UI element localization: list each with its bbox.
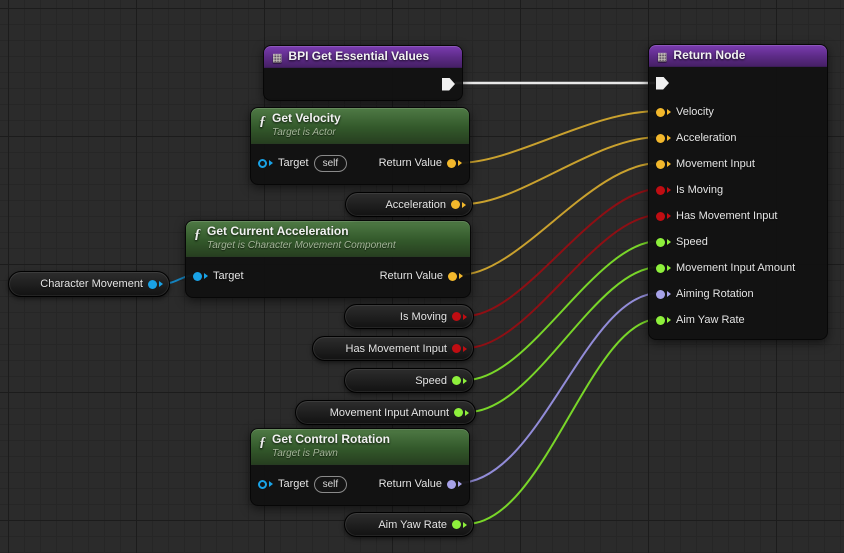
target-pin[interactable] (193, 272, 208, 281)
node-header: Return Node (649, 45, 827, 67)
pin-label: Return Value (378, 157, 442, 169)
pin-label: Target (213, 270, 244, 282)
is-moving-out-pin[interactable] (452, 312, 467, 321)
speed-pin[interactable] (656, 238, 671, 247)
aim-yaw-rate-pin[interactable] (656, 316, 671, 325)
pin-label: Movement Input (676, 158, 755, 170)
pin-label: Is Moving (676, 184, 724, 196)
pill-label: Aim Yaw Rate (378, 518, 447, 531)
node-title: Return Node (673, 48, 746, 62)
pin-label: Velocity (676, 106, 714, 118)
node-bpi-get-essential-values[interactable]: BPI Get Essential Values (263, 45, 463, 101)
node-is-moving[interactable]: Is Moving (344, 304, 474, 329)
node-header: Get Velocity Target is Actor (251, 108, 469, 144)
self-default-box[interactable]: self (313, 475, 348, 493)
velocity-pin[interactable] (656, 108, 671, 117)
pin-label: Return Value (379, 270, 443, 282)
pill-label: Speed (415, 374, 447, 387)
node-return-node[interactable]: Return Node Velocity Acceleration Moveme… (648, 44, 828, 340)
return-value-pin[interactable] (448, 272, 463, 281)
function-entry-icon (272, 48, 282, 66)
movement-input-pin[interactable] (656, 160, 671, 169)
pin-label: Movement Input Amount (676, 262, 796, 274)
node-acceleration[interactable]: Acceleration (345, 192, 473, 217)
pin-label: Target (278, 478, 309, 490)
node-subtitle: Target is Pawn (272, 448, 338, 459)
movement-input-amount-pin[interactable] (656, 264, 671, 273)
return-value-pin[interactable] (447, 480, 462, 489)
node-speed[interactable]: Speed (344, 368, 474, 393)
pin-label: Has Movement Input (676, 210, 778, 222)
function-icon (194, 225, 201, 243)
acceleration-out-pin[interactable] (451, 200, 466, 209)
return-value-pin[interactable] (447, 159, 462, 168)
wire-movement-input (458, 162, 660, 276)
pin-label: Aiming Rotation (676, 288, 754, 300)
pin-label: Target (278, 157, 309, 169)
exec-in-pin[interactable] (656, 76, 669, 90)
pill-label: Acceleration (385, 198, 446, 211)
node-title: Get Control Rotation (272, 432, 390, 446)
node-title: BPI Get Essential Values (288, 49, 430, 63)
node-get-velocity[interactable]: Get Velocity Target is Actor Target self… (250, 107, 470, 185)
character-movement-out-pin[interactable] (148, 280, 163, 289)
function-icon (259, 433, 266, 451)
has-movement-input-out-pin[interactable] (452, 344, 467, 353)
node-title: Get Current Acceleration (207, 224, 349, 238)
wire-velocity (457, 110, 660, 164)
node-aim-yaw-rate[interactable]: Aim Yaw Rate (344, 512, 474, 537)
node-header: Get Current Acceleration Target is Chara… (186, 221, 470, 257)
target-pin[interactable] (258, 159, 273, 168)
wire-acceleration (464, 136, 660, 205)
pill-label: Is Moving (399, 310, 447, 323)
node-get-current-acceleration[interactable]: Get Current Acceleration Target is Chara… (185, 220, 471, 298)
return-node-icon (657, 47, 667, 65)
node-movement-input-amount[interactable]: Movement Input Amount (295, 400, 476, 425)
pill-label: Character Movement (40, 278, 143, 290)
pill-label: Has Movement Input (345, 342, 448, 355)
node-subtitle: Target is Actor (272, 127, 336, 138)
pin-label: Return Value (378, 478, 442, 490)
aim-yaw-rate-out-pin[interactable] (452, 520, 467, 529)
target-pin[interactable] (258, 480, 273, 489)
pill-label: Movement Input Amount (329, 406, 449, 419)
pin-label: Aim Yaw Rate (676, 314, 745, 326)
exec-out-pin[interactable] (442, 77, 455, 91)
acceleration-pin[interactable] (656, 134, 671, 143)
node-subtitle: Target is Character Movement Component (207, 240, 396, 251)
function-icon (259, 112, 266, 130)
node-character-movement[interactable]: Character Movement (8, 271, 170, 297)
wire-is-moving (465, 188, 660, 317)
speed-out-pin[interactable] (452, 376, 467, 385)
wire-aim-yaw-rate (465, 318, 660, 525)
node-has-movement-input[interactable]: Has Movement Input (312, 336, 474, 361)
aiming-rotation-pin[interactable] (656, 290, 671, 299)
wire-has-movement-input (465, 214, 660, 349)
node-header: BPI Get Essential Values (264, 46, 462, 68)
pin-label: Speed (676, 236, 708, 248)
node-title: Get Velocity (272, 111, 341, 125)
self-default-box[interactable]: self (313, 154, 348, 172)
has-movement-input-pin[interactable] (656, 212, 671, 221)
node-header: Get Control Rotation Target is Pawn (251, 429, 469, 465)
movement-input-amount-out-pin[interactable] (454, 408, 469, 417)
is-moving-pin[interactable] (656, 186, 671, 195)
wire-movement-input-amount (467, 266, 660, 413)
pin-label: Acceleration (676, 132, 737, 144)
wire-aiming-rotation (457, 292, 660, 484)
node-get-control-rotation[interactable]: Get Control Rotation Target is Pawn Targ… (250, 428, 470, 506)
wire-speed (465, 240, 660, 381)
